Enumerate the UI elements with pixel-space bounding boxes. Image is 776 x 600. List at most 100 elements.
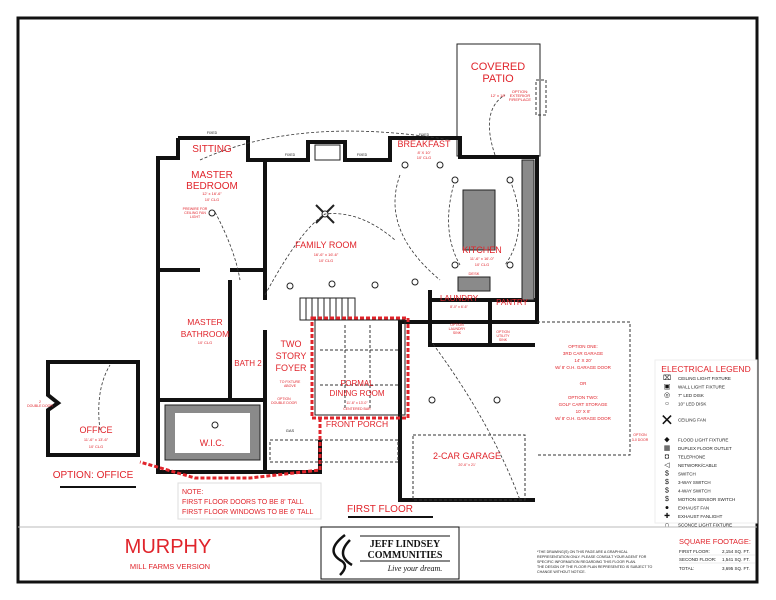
fixed-window-label: FIXED: [419, 133, 430, 137]
svg-text:OR: OR: [580, 381, 588, 386]
note-line: FIRST FLOOR DOORS TO BE 8' TALL: [182, 499, 304, 506]
flood-light-fixture-icon: ◆: [664, 437, 670, 444]
sheet-border: [16, 16, 759, 584]
garage-door-outline: [412, 434, 526, 501]
master-bathroom-clg: 10' CLG: [198, 340, 213, 345]
family-wire: [264, 213, 396, 296]
fireplace-icon: [314, 144, 341, 161]
interior-walls-master: [158, 160, 267, 472]
note-title: NOTE:: [182, 489, 203, 496]
kitchen-counter: [521, 159, 535, 301]
svg-text:REPRESENTATION ONLY. PLEASE CO: REPRESENTATION ONLY. PLEASE CONSULT YOUR…: [537, 555, 647, 559]
master-bedroom-dims: 12' x 16'-6": [202, 191, 222, 196]
family-room-dims: 16'-6" x 16'-6": [314, 252, 339, 257]
option-garage-outline: [537, 321, 631, 456]
led-disk-10-icon: ○: [665, 401, 669, 408]
floor-plan: [46, 43, 631, 502]
legend-item-label: SCONCE LIGHT FIXTURE: [678, 523, 732, 528]
logo-tagline: Live your dream.: [387, 564, 443, 573]
kitchen-island: [462, 189, 496, 251]
legend-item-label: FLOOD LIGHT FIXTURE: [678, 438, 728, 443]
logo-line2: COMMUNITIES: [367, 550, 442, 561]
svg-text:2,154 SQ. FT.: 2,154 SQ. FT.: [722, 549, 750, 554]
network-cable-icon: ◁: [664, 462, 670, 469]
breakfast-clg: 10' CLG: [417, 155, 432, 160]
legend-item-label: CEILING LIGHT FIXTURE: [678, 376, 731, 381]
svg-text:*THE DRAWING(S) ON THIS PAGE A: *THE DRAWING(S) ON THIS PAGE ARE A GRAPH…: [537, 550, 628, 554]
dining-coffered-ceiling: [320, 325, 400, 410]
legend-item-label: EXHAUST FANLIGHT: [678, 514, 723, 519]
svg-text:THE DESIGN OF THE FLOOR PLAN R: THE DESIGN OF THE FLOOR PLAN REPRESENTED…: [537, 565, 653, 569]
svg-text:SPECIFIC INFORMATION REGARDING: SPECIFIC INFORMATION REGARDING THIS FLOO…: [537, 560, 636, 564]
garage-label: 2-CAR GARAGE: [433, 451, 501, 461]
exterior-wall-north: [178, 136, 539, 502]
sqft-title: SQUARE FOOTAGE:: [679, 537, 751, 546]
svg-text:TOTAL:: TOTAL:: [679, 566, 694, 571]
legend-item-label: MOTION SENSOR SWITCH: [678, 497, 735, 502]
garage-wire: [429, 339, 521, 501]
wall-light-fixture-icon: ▣: [664, 384, 671, 391]
exterior-fireplace-option: [535, 79, 547, 116]
disclaimer: *THE DRAWING(S) ON THIS PAGE ARE A GRAPH…: [537, 550, 653, 574]
office-label: OFFICE: [80, 425, 113, 435]
interior-walls-laundry: [428, 290, 537, 347]
garage-dims: 20'-6" x 21': [458, 463, 476, 467]
kitchen-wire: [394, 174, 441, 281]
pantry-label: PANTRY: [496, 298, 528, 307]
sitting-label: SITTING: [192, 144, 232, 155]
ceiling-fan-icon: ✕: [660, 413, 673, 430]
legend-item-label: DUPLEX FLOOR OUTLET: [678, 446, 732, 451]
ceiling-light-fixture-icon: ⌧: [663, 374, 671, 382]
legend-item-label: 3-WAY SWITCH: [678, 480, 711, 485]
bath2-label: BATH 2: [234, 359, 262, 368]
model-version: MILL FARMS VERSION: [130, 562, 210, 571]
desk-label: DESK: [469, 271, 480, 276]
3-way-switch-icon: $: [665, 479, 669, 486]
square-footage: SQUARE FOOTAGE: FIRST FLOOR: 2,154 SQ. F…: [679, 537, 755, 571]
logo-line1: JEFF LINDSEY: [370, 539, 441, 550]
svg-text:CHANGE WITHOUT NOTICE.: CHANGE WITHOUT NOTICE.: [537, 570, 586, 574]
exhaust-fanlight-icon: ✚: [664, 512, 670, 520]
option-office-caption: OPTION: OFFICE: [53, 470, 134, 481]
svg-text:3,695 SQ. FT.: 3,695 SQ. FT.: [722, 566, 750, 571]
fixed-window-label: FIXED: [285, 153, 296, 157]
covered-patio-dims: 12' x 18': [491, 93, 506, 98]
option-office-connector: [139, 418, 322, 480]
exhaust-fan-icon: ●: [665, 505, 669, 512]
wic-floor: [175, 413, 250, 453]
kitchen-label: KITCHEN: [462, 245, 502, 255]
legend-item-label: TELEPHONE: [678, 455, 705, 460]
laundry-dims: 8'-0" x 6'-6": [450, 305, 468, 309]
office-walls: [46, 360, 140, 457]
model-name: MURPHY: [125, 536, 212, 558]
dining-room-outline: [314, 319, 406, 416]
office-wire: [98, 364, 111, 431]
legend-item-label: NETWORK/CABLE: [678, 463, 717, 468]
breakfast-label: BREAKFAST: [397, 139, 451, 149]
legend-item-label: 10" LED DISK: [678, 402, 706, 407]
floor-label: FIRST FLOOR: [347, 504, 413, 515]
legend-item-label: CEILING FAN: [678, 418, 706, 423]
telephone-icon: ◘: [665, 454, 669, 461]
svg-text:FIRST FLOOR:: FIRST FLOOR:: [679, 549, 710, 554]
note-line: FIRST FLOOR WINDOWS TO BE 6' TALL: [182, 509, 313, 516]
front-porch-label: FRONT PORCH: [326, 419, 388, 429]
master-bedroom-clg: 10' CLG: [205, 197, 220, 202]
svg-text:SECOND FLOOR:: SECOND FLOOR:: [679, 557, 716, 562]
note-box: [177, 482, 322, 520]
kitchen-clg: 10' CLG: [475, 262, 490, 267]
duplex-floor-outlet-icon: ▦: [664, 445, 671, 452]
legend-item-label: EXHAUST FAN: [678, 506, 709, 511]
